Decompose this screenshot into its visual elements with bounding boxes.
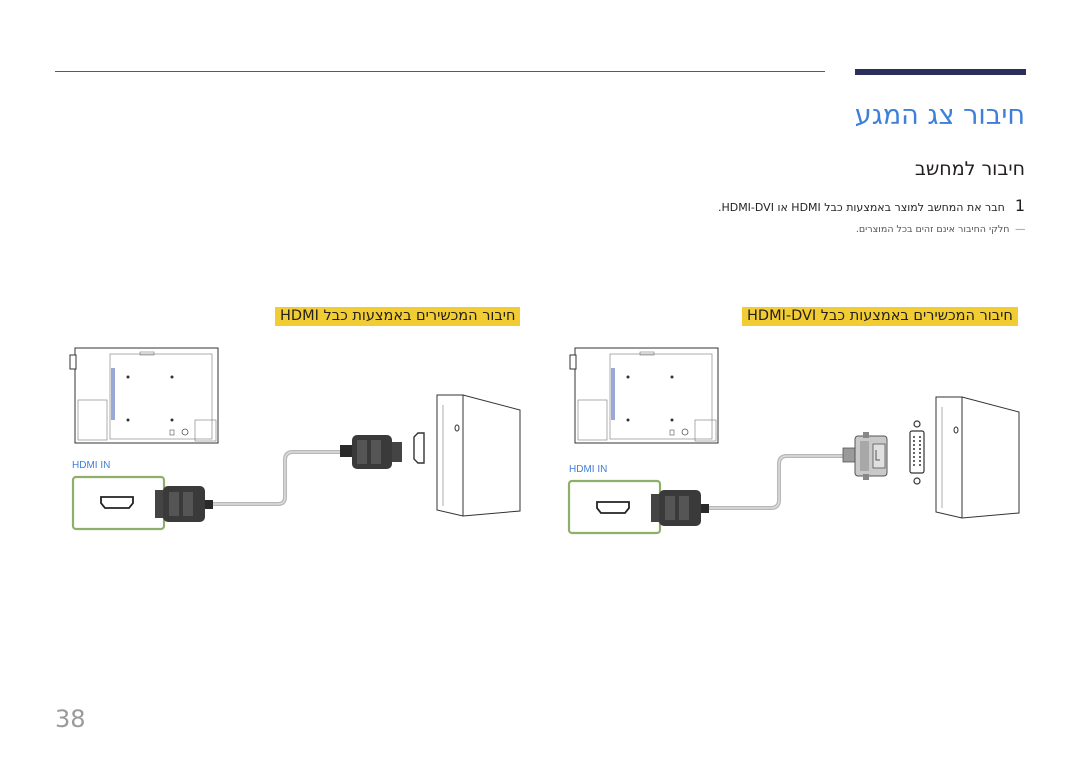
page-title: חיבור צג המגע [854,100,1025,131]
hdmi-port-icon [100,496,134,509]
pc-dvi-port-icon [909,420,925,485]
step-text: חבר את המחשב למוצר באמצעות כבל HDMI או H… [717,201,1005,214]
hdmi-dvi-caption: חיבור המכשירים באמצעות כבל HDMI-DVI [742,307,1018,326]
hdmi-plug-monitor [651,490,709,526]
monitor-back-illustration [569,347,719,444]
hdmi-dvi-connection-diagram: HDMI IN [567,347,1020,535]
hdmi-caption: חיבור המכשירים באמצעות כבל HDMI [275,307,521,326]
step-number: 1 [1014,196,1025,215]
hdmi-port-icon [596,501,630,514]
monitor-back-illustration [69,347,219,444]
pc-tower-illustration [935,396,1020,519]
pc-tower-illustration [436,394,521,517]
instruction-step: 1 חבר את המחשב למוצר באמצעות כבל HDMI או… [718,196,1025,215]
hdmi-plug-monitor [155,486,213,522]
page-number: 38 [55,705,86,733]
header-accent-bar [855,69,1026,75]
note: ― חלקי החיבור אינם זהים בכל המוצרים. [856,224,1025,235]
hdmi-connection-diagram: HDMI IN [69,347,521,531]
hdmi-in-label: HDMI IN [72,460,110,471]
dvi-plug-pc [842,432,888,480]
hdmi-dvi-cable [709,454,843,510]
hdmi-plug-pc [340,435,402,469]
header-rule [55,71,825,72]
pc-hdmi-port-icon [413,432,425,464]
hdmi-cable [213,450,340,506]
note-text: חלקי החיבור אינם זהים בכל המוצרים. [855,224,1010,235]
section-title: חיבור למחשב [914,158,1025,180]
note-dash: ― [1015,224,1026,235]
hdmi-in-label: HDMI IN [569,464,607,475]
